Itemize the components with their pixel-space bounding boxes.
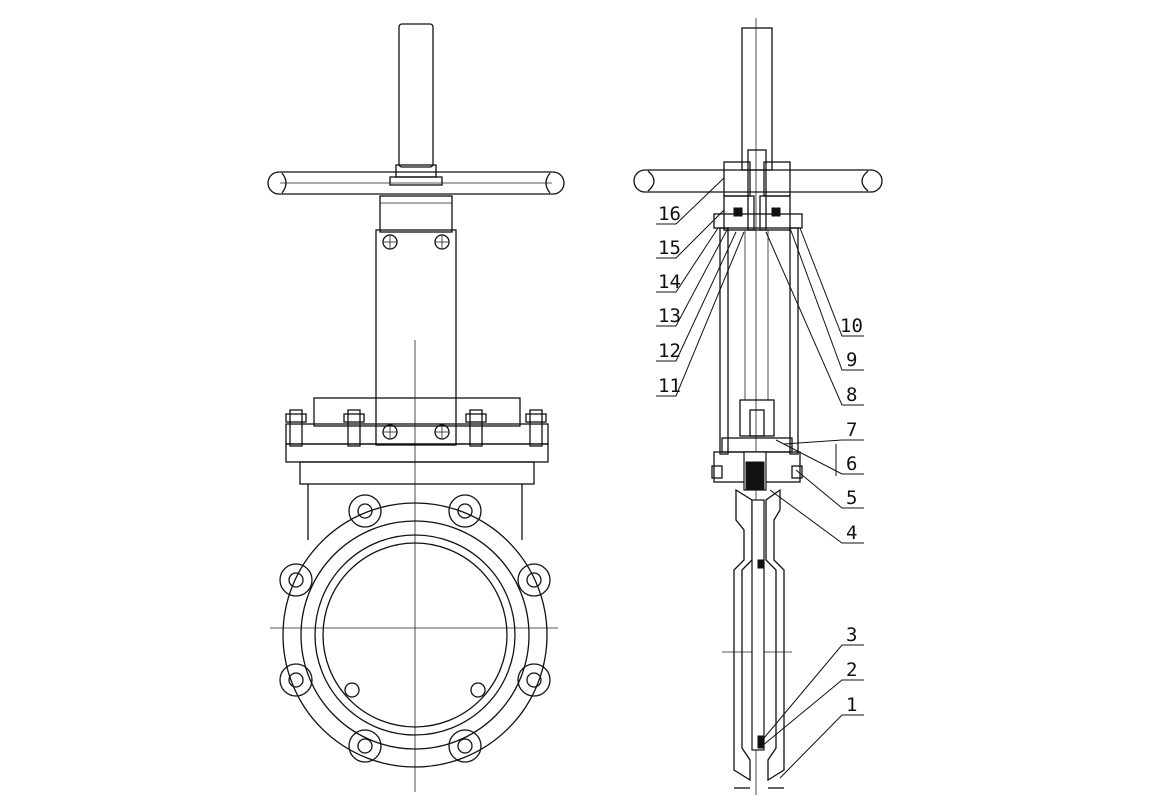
callout-9: 9 <box>846 349 857 371</box>
section-yoke <box>719 227 799 455</box>
front-view <box>267 23 565 792</box>
callout-13: 13 <box>658 305 681 327</box>
callout-10: 10 <box>840 315 863 337</box>
callouts-right: 10 9 8 7 6 5 4 3 2 1 <box>840 315 863 716</box>
section-handwheel <box>633 169 883 193</box>
front-handwheel <box>267 171 565 195</box>
callout-3: 3 <box>846 624 857 646</box>
section-stem-connector <box>739 399 775 437</box>
leaders-left <box>656 177 745 397</box>
callout-14: 14 <box>658 271 681 293</box>
callout-5: 5 <box>846 487 857 509</box>
callouts-left: 16 15 14 13 12 11 <box>658 203 681 397</box>
section-bonnet <box>711 437 803 491</box>
callout-2: 2 <box>846 659 857 681</box>
front-bonnet <box>285 397 549 485</box>
callout-6: 6 <box>846 453 857 475</box>
callout-12: 12 <box>658 340 681 362</box>
section-stem-nut <box>713 149 803 231</box>
section-view: 16 15 14 13 12 11 10 9 8 7 6 5 4 3 2 1 <box>633 18 883 795</box>
callout-15: 15 <box>658 237 681 259</box>
front-body <box>279 484 551 768</box>
callout-4: 4 <box>846 522 857 544</box>
front-bonnet-bolts <box>285 409 547 447</box>
callout-1: 1 <box>846 694 857 716</box>
callout-16: 16 <box>658 203 681 225</box>
callout-11: 11 <box>658 375 681 397</box>
section-body <box>733 488 785 789</box>
front-stem <box>389 23 443 186</box>
section-stem <box>741 27 773 171</box>
front-yoke <box>375 229 457 446</box>
callout-8: 8 <box>846 384 857 406</box>
front-yoke-collar <box>379 195 453 233</box>
callout-7: 7 <box>846 419 857 441</box>
leaders-right <box>761 227 864 779</box>
